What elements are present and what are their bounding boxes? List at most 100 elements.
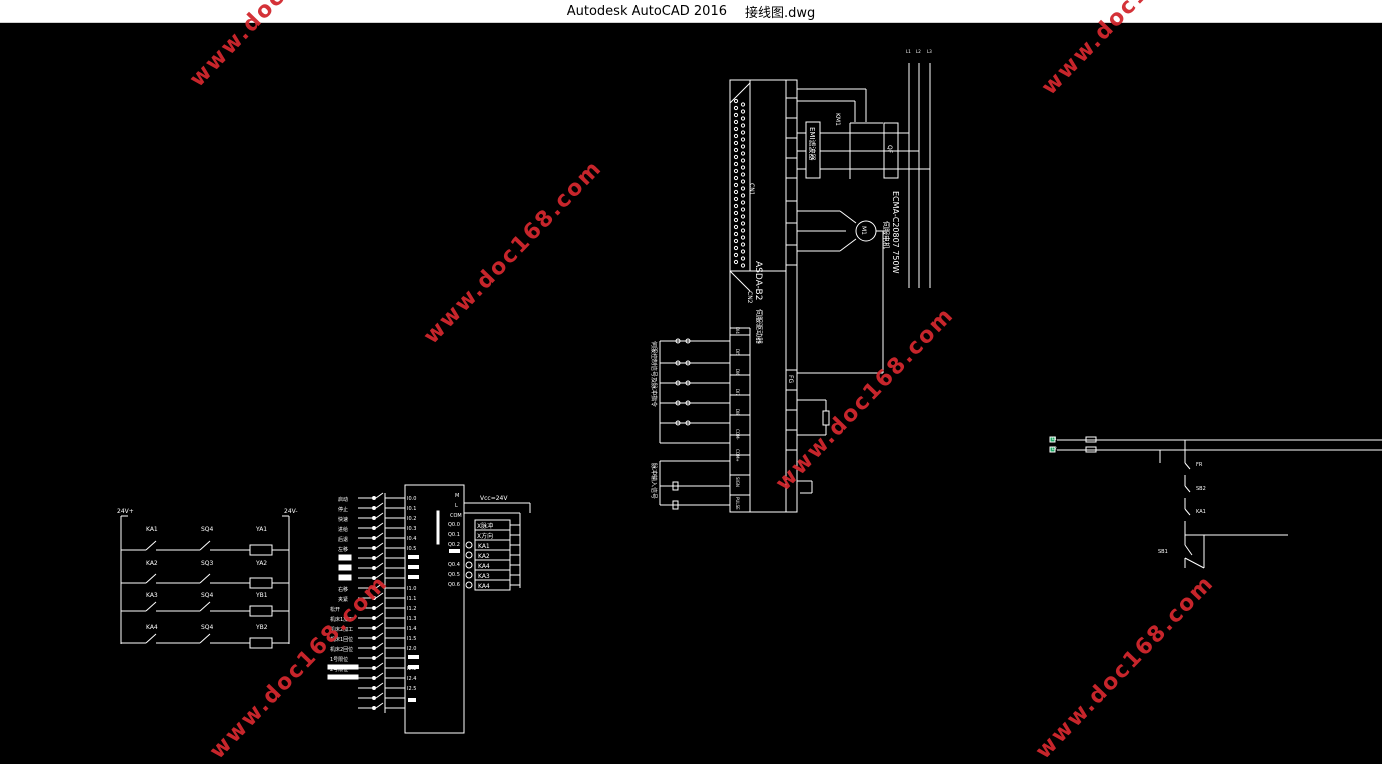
servo-pin xyxy=(740,256,746,261)
phase-l2: L2 xyxy=(916,49,921,54)
plc-output-4: KA4 xyxy=(478,563,490,570)
plc-top-term-0: M xyxy=(455,493,459,499)
plc-output-2: KA1 xyxy=(478,543,490,550)
plc-term-12: I1.3 xyxy=(407,616,416,622)
right-control-circuit: L1 L2 FR SB2 KA1 SB1 xyxy=(1049,436,1382,569)
plc-output-0: X脉冲 xyxy=(477,522,493,530)
plc-node xyxy=(372,696,376,700)
servo-pin xyxy=(740,109,746,114)
servo-pin xyxy=(733,217,739,223)
plc-node xyxy=(372,496,376,500)
plc-contact xyxy=(375,602,384,609)
ladder-coil-1: YA1 xyxy=(255,526,267,533)
servo-pin xyxy=(733,112,739,118)
right-l1: L1 xyxy=(1052,436,1057,441)
plc-output-6: KA4 xyxy=(478,583,490,590)
servo-pin xyxy=(740,228,746,233)
servo-fg: FG xyxy=(787,375,794,383)
servo-cn1: CN1 xyxy=(748,183,755,196)
servo-drive: CN1 CN2 ASDA-B2 伺服驱动器 FG xyxy=(729,79,798,513)
plc-term-14: I1.5 xyxy=(407,636,416,642)
servo-pin xyxy=(733,133,739,139)
plc-input-label-2: 快速 xyxy=(338,516,348,523)
servo-cn2: CN2 xyxy=(746,291,753,304)
plc-node xyxy=(372,626,376,630)
plc-term-18: I2.5 xyxy=(407,686,416,692)
plc-contact xyxy=(375,622,384,629)
plc-contact xyxy=(375,502,384,509)
servo-pin xyxy=(740,207,746,212)
plc-node xyxy=(372,516,376,520)
servo-pin xyxy=(740,200,746,205)
plc-node xyxy=(372,606,376,610)
servo-pin xyxy=(733,98,739,104)
plc-top-term-4: Q0.1 xyxy=(448,532,460,538)
power-circuit: EMI滤波器 KM1 QF L1 L2 L3 xyxy=(797,49,932,494)
plc-contact xyxy=(375,522,384,529)
ladder-coil-3: YB1 xyxy=(255,592,268,599)
servo-pin xyxy=(740,186,746,191)
breaker-label: QF xyxy=(886,145,893,154)
servo-pin xyxy=(740,123,746,128)
servo-side-label: 伺服控制信号及脉冲指令 xyxy=(650,341,658,407)
plc-contact xyxy=(375,512,384,519)
ladder-row-4: KA4 SQ4 YB2 xyxy=(121,624,289,649)
servo-pin xyxy=(733,140,739,146)
right-fr: FR xyxy=(1196,462,1203,468)
plc-term-11: I1.2 xyxy=(407,606,416,612)
plc-input-label-16: 1号限位 xyxy=(330,656,348,663)
plc-term-2: I0.2 xyxy=(407,516,416,522)
servo-pin xyxy=(740,179,746,184)
servo-pin xyxy=(733,161,739,167)
servo-pulse-label: 脉冲输入信号 xyxy=(650,463,658,499)
plc-node xyxy=(372,596,376,600)
ladder-coil-4: YB2 xyxy=(255,624,268,631)
plc-contact xyxy=(375,532,384,539)
cad-drawing: 24V+ 24V- KA1 SQ4 YA1 KA2 SQ3 xyxy=(117,49,1382,734)
plc-node xyxy=(372,686,376,690)
plc-output-1: X方向 xyxy=(477,532,493,540)
servo-cn-term-6: COM+ xyxy=(735,449,740,462)
plc-top-term-3: Q0.0 xyxy=(448,522,460,528)
servo-pin xyxy=(733,182,739,188)
servo-pin xyxy=(740,235,746,240)
servo-pin xyxy=(740,172,746,177)
plc-node xyxy=(372,576,376,580)
plc-contact xyxy=(375,572,384,579)
plc-term-3: I0.3 xyxy=(407,526,416,532)
plc-top-term-5: Q0.2 xyxy=(448,542,460,548)
servo-pin xyxy=(740,116,746,121)
plc-contact xyxy=(375,662,384,669)
servo-pin xyxy=(740,151,746,156)
right-sb1: SB1 xyxy=(1158,549,1168,555)
plc-input-label-3: 进给 xyxy=(338,526,348,533)
plc-module: 启动 停止 快速 进给 后退 左移 右移 夹紧 松开 机床1加工 机床2加工 机… xyxy=(327,484,465,734)
servo-pin xyxy=(733,196,739,202)
motor-label: M1 xyxy=(860,226,867,235)
servo-pin xyxy=(733,231,739,237)
servo-pin xyxy=(733,168,739,174)
plc-top-term-9: Q0.6 xyxy=(448,582,460,588)
plc-node xyxy=(372,616,376,620)
servo-pin xyxy=(733,203,739,209)
servo-cn-term-3: DI7 xyxy=(735,389,740,396)
servo-pin xyxy=(740,214,746,219)
plc-node xyxy=(372,566,376,570)
plc-top-term-8: Q0.5 xyxy=(448,572,460,578)
plc-contact xyxy=(375,632,384,639)
plc-contact xyxy=(375,542,384,549)
plc-contact xyxy=(375,592,384,599)
plc-term-4: I0.4 xyxy=(407,536,416,542)
servo-pin xyxy=(733,154,739,160)
ladder-row-1: KA1 SQ4 YA1 xyxy=(121,526,289,556)
right-l2: L2 xyxy=(1052,446,1057,451)
plc-output-3: KA2 xyxy=(478,553,490,560)
plc-node xyxy=(372,676,376,680)
servo-cn-term-8: PULSE xyxy=(735,497,740,510)
plc-contact xyxy=(375,562,384,569)
plc-node xyxy=(372,526,376,530)
plc-node xyxy=(372,666,376,670)
right-sb2: SB2 xyxy=(1196,486,1206,492)
plc-top-term-2: COM xyxy=(450,513,462,519)
